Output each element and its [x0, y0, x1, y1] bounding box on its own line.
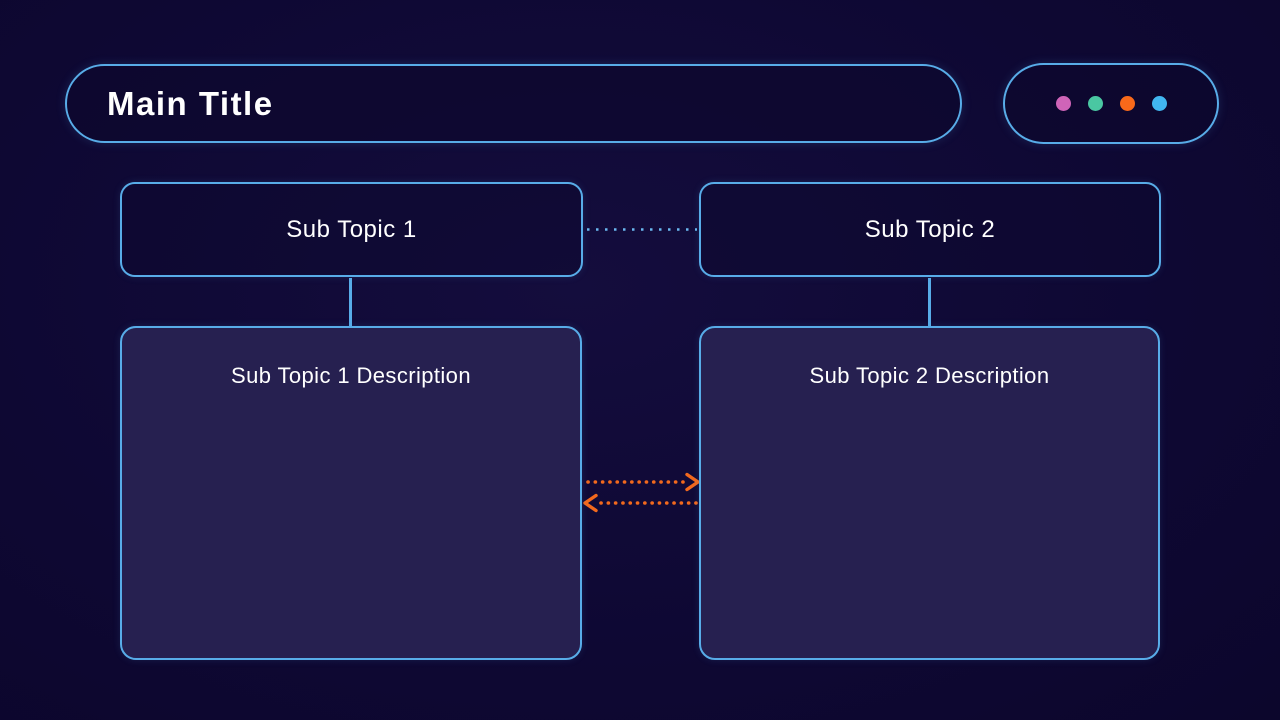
desc-arrow-left-head — [583, 493, 598, 513]
sub-topic-2-description-box[interactable]: Sub Topic 2 Description — [699, 326, 1160, 660]
desc-arrow-right-head — [685, 472, 700, 492]
sub-topic-2-description-label: Sub Topic 2 Description — [809, 363, 1050, 388]
legend-dot-green — [1087, 96, 1103, 111]
legend-dot-blue — [1151, 96, 1167, 111]
legend-dots-pill[interactable] — [1003, 63, 1219, 144]
legend-dot-pink — [1055, 96, 1071, 111]
sub-topic-1-description-label: Sub Topic 1 Description — [231, 363, 471, 388]
sub-topic-2-box[interactable]: Sub Topic 2 — [699, 182, 1161, 277]
sub-topic-2-label: Sub Topic 2 — [864, 215, 996, 243]
sub-topic-1-label: Sub Topic 1 — [286, 215, 417, 243]
legend-dot-orange — [1119, 96, 1135, 111]
main-title-pill[interactable]: Main Title — [65, 64, 962, 143]
sub-topic-1-description-box[interactable]: Sub Topic 1 Description — [120, 326, 582, 660]
sub-topic-1-box[interactable]: Sub Topic 1 — [120, 182, 583, 277]
page-title: Main Title — [107, 84, 274, 122]
